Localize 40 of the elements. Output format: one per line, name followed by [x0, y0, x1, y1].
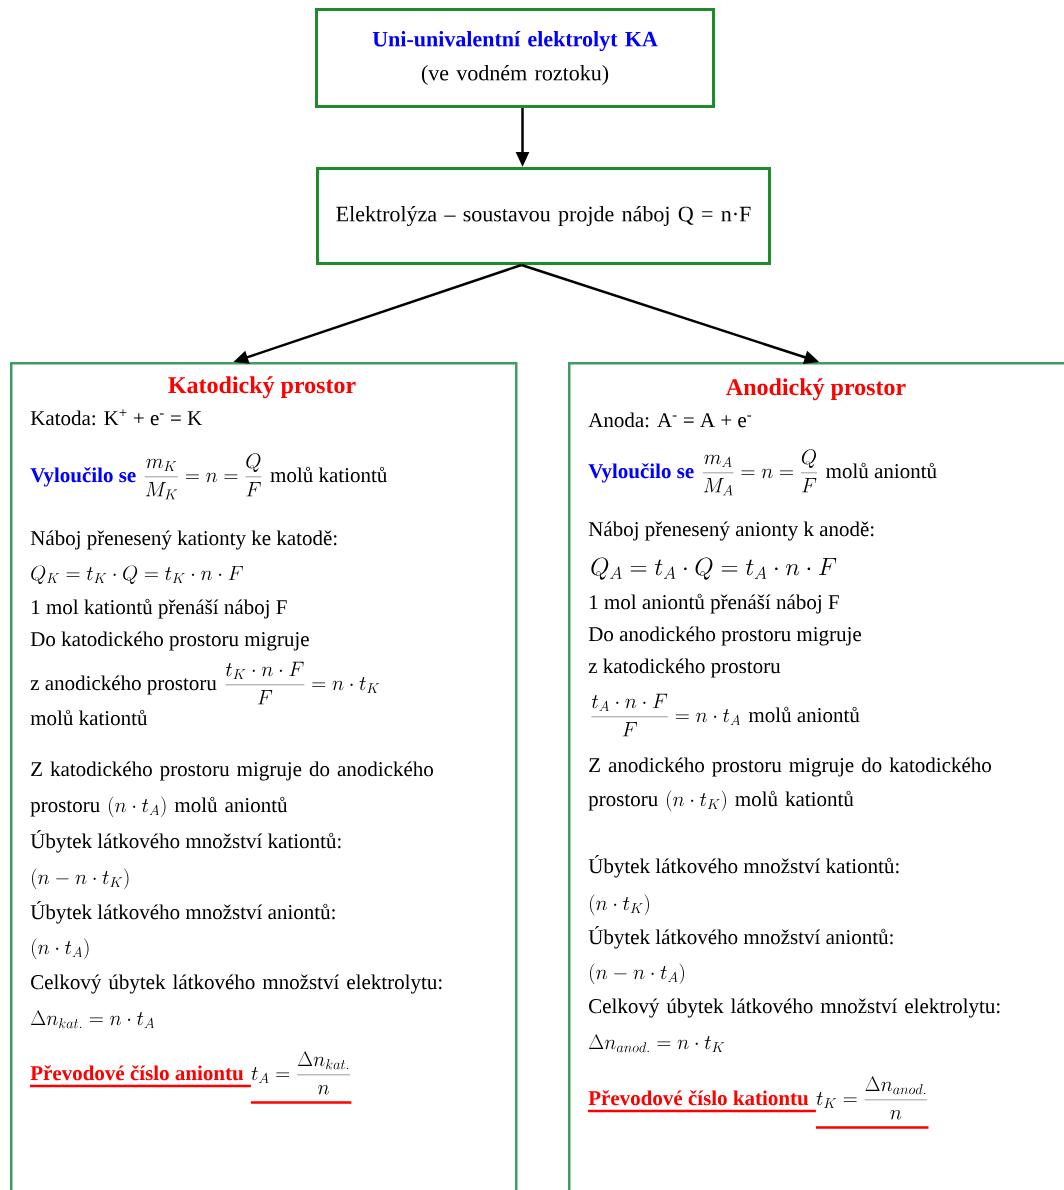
heading: Katodický prostor	[168, 376, 356, 399]
formula: $\frac{m_A}{M_A}=n=\frac{Q}{F}$	[702, 449, 817, 496]
text-line: Náboj přenesený anionty k anodě:	[588, 521, 874, 541]
text-line: molů kationtů	[30, 709, 148, 726]
formula: $t_A=\frac{\Delta n_{kat.}}{n}$	[251, 1051, 350, 1095]
emphasis-text: Převodové číslo kationtu	[588, 1090, 809, 1106]
text-line: Z katodického prostoru migruje do anodického prostoru $(n\cdot t_A)$ molů aniontů	[30, 761, 433, 818]
process-box: Elektrolýza – soustavou projde náboj Q = n·F	[316, 167, 771, 265]
formula: $\frac{t_K\cdot n\cdot F}{F}=n\cdot t_K$	[225, 661, 379, 705]
text-line: Úbytek látkového množství aniontů:	[30, 901, 335, 924]
text-line: Z anodického prostoru migruje do katodického prostoru $(n\cdot t_K)$ molů kationtů	[588, 757, 991, 812]
text-line: Úbytek látkového množství kationtů:	[30, 830, 341, 853]
emphasis-text: Vyloučilo se	[588, 463, 694, 483]
formula: $Q_K=t_K\cdot Q=t_K\cdot n\cdot F$	[31, 565, 243, 584]
formula: $t_K=\frac{\Delta n_{anod.}}{n}$	[816, 1076, 928, 1120]
formula: $(n\cdot t_A)$	[32, 938, 89, 960]
text-line: Úbytek látkového množství aniontů:	[588, 926, 893, 949]
text-line: 1 mol kationtů přenáší náboj F	[32, 598, 287, 619]
text-line: molů aniontů	[748, 706, 860, 723]
formula: $\frac{t_A\cdot n\cdot F}{F}=n\cdot t_A$	[591, 693, 741, 737]
emphasis-text: Převodové číslo aniontu	[30, 1065, 244, 1081]
text-line: z anodického prostoru	[30, 675, 217, 695]
text-line: molů kationtů	[270, 466, 387, 483]
text-line: molů aniontů	[826, 462, 937, 479]
text-line: Náboj přenesený kationty ke katodě:	[30, 530, 337, 550]
text-line: Do katodického prostoru migruje	[30, 631, 309, 651]
text-line: 1 mol aniontů přenáší náboj F	[590, 593, 839, 614]
formula: $(n-n\cdot t_K)$	[32, 868, 129, 890]
text-line: Do anodického prostoru migruje	[588, 626, 861, 646]
text-line: Úbytek látkového množství kationtů:	[588, 855, 899, 878]
process-box: Uni-univalentní elektrolyt KA (ve vodném roztoku)	[315, 8, 715, 108]
formula: $(n-n\cdot t_A)$	[590, 963, 684, 985]
text-line: Katoda: K$^{+}$ + e$^{-}$ = K	[30, 409, 202, 426]
text-line: Anoda: A$^{-}$ = A + e$^{-}$	[588, 412, 752, 428]
formula: $Q_A=t_A\cdot Q=t_A\cdot n\cdot F$	[591, 557, 837, 580]
formula: $(n\cdot t_K)$	[590, 894, 649, 916]
text-line: z katodického prostoru	[588, 658, 781, 678]
heading: Anodický prostor	[726, 378, 906, 401]
formula: $\frac{m_K}{M_K}=n=\frac{Q}{F}$	[144, 453, 262, 500]
emphasis-text: Vyloučilo se	[30, 467, 136, 487]
